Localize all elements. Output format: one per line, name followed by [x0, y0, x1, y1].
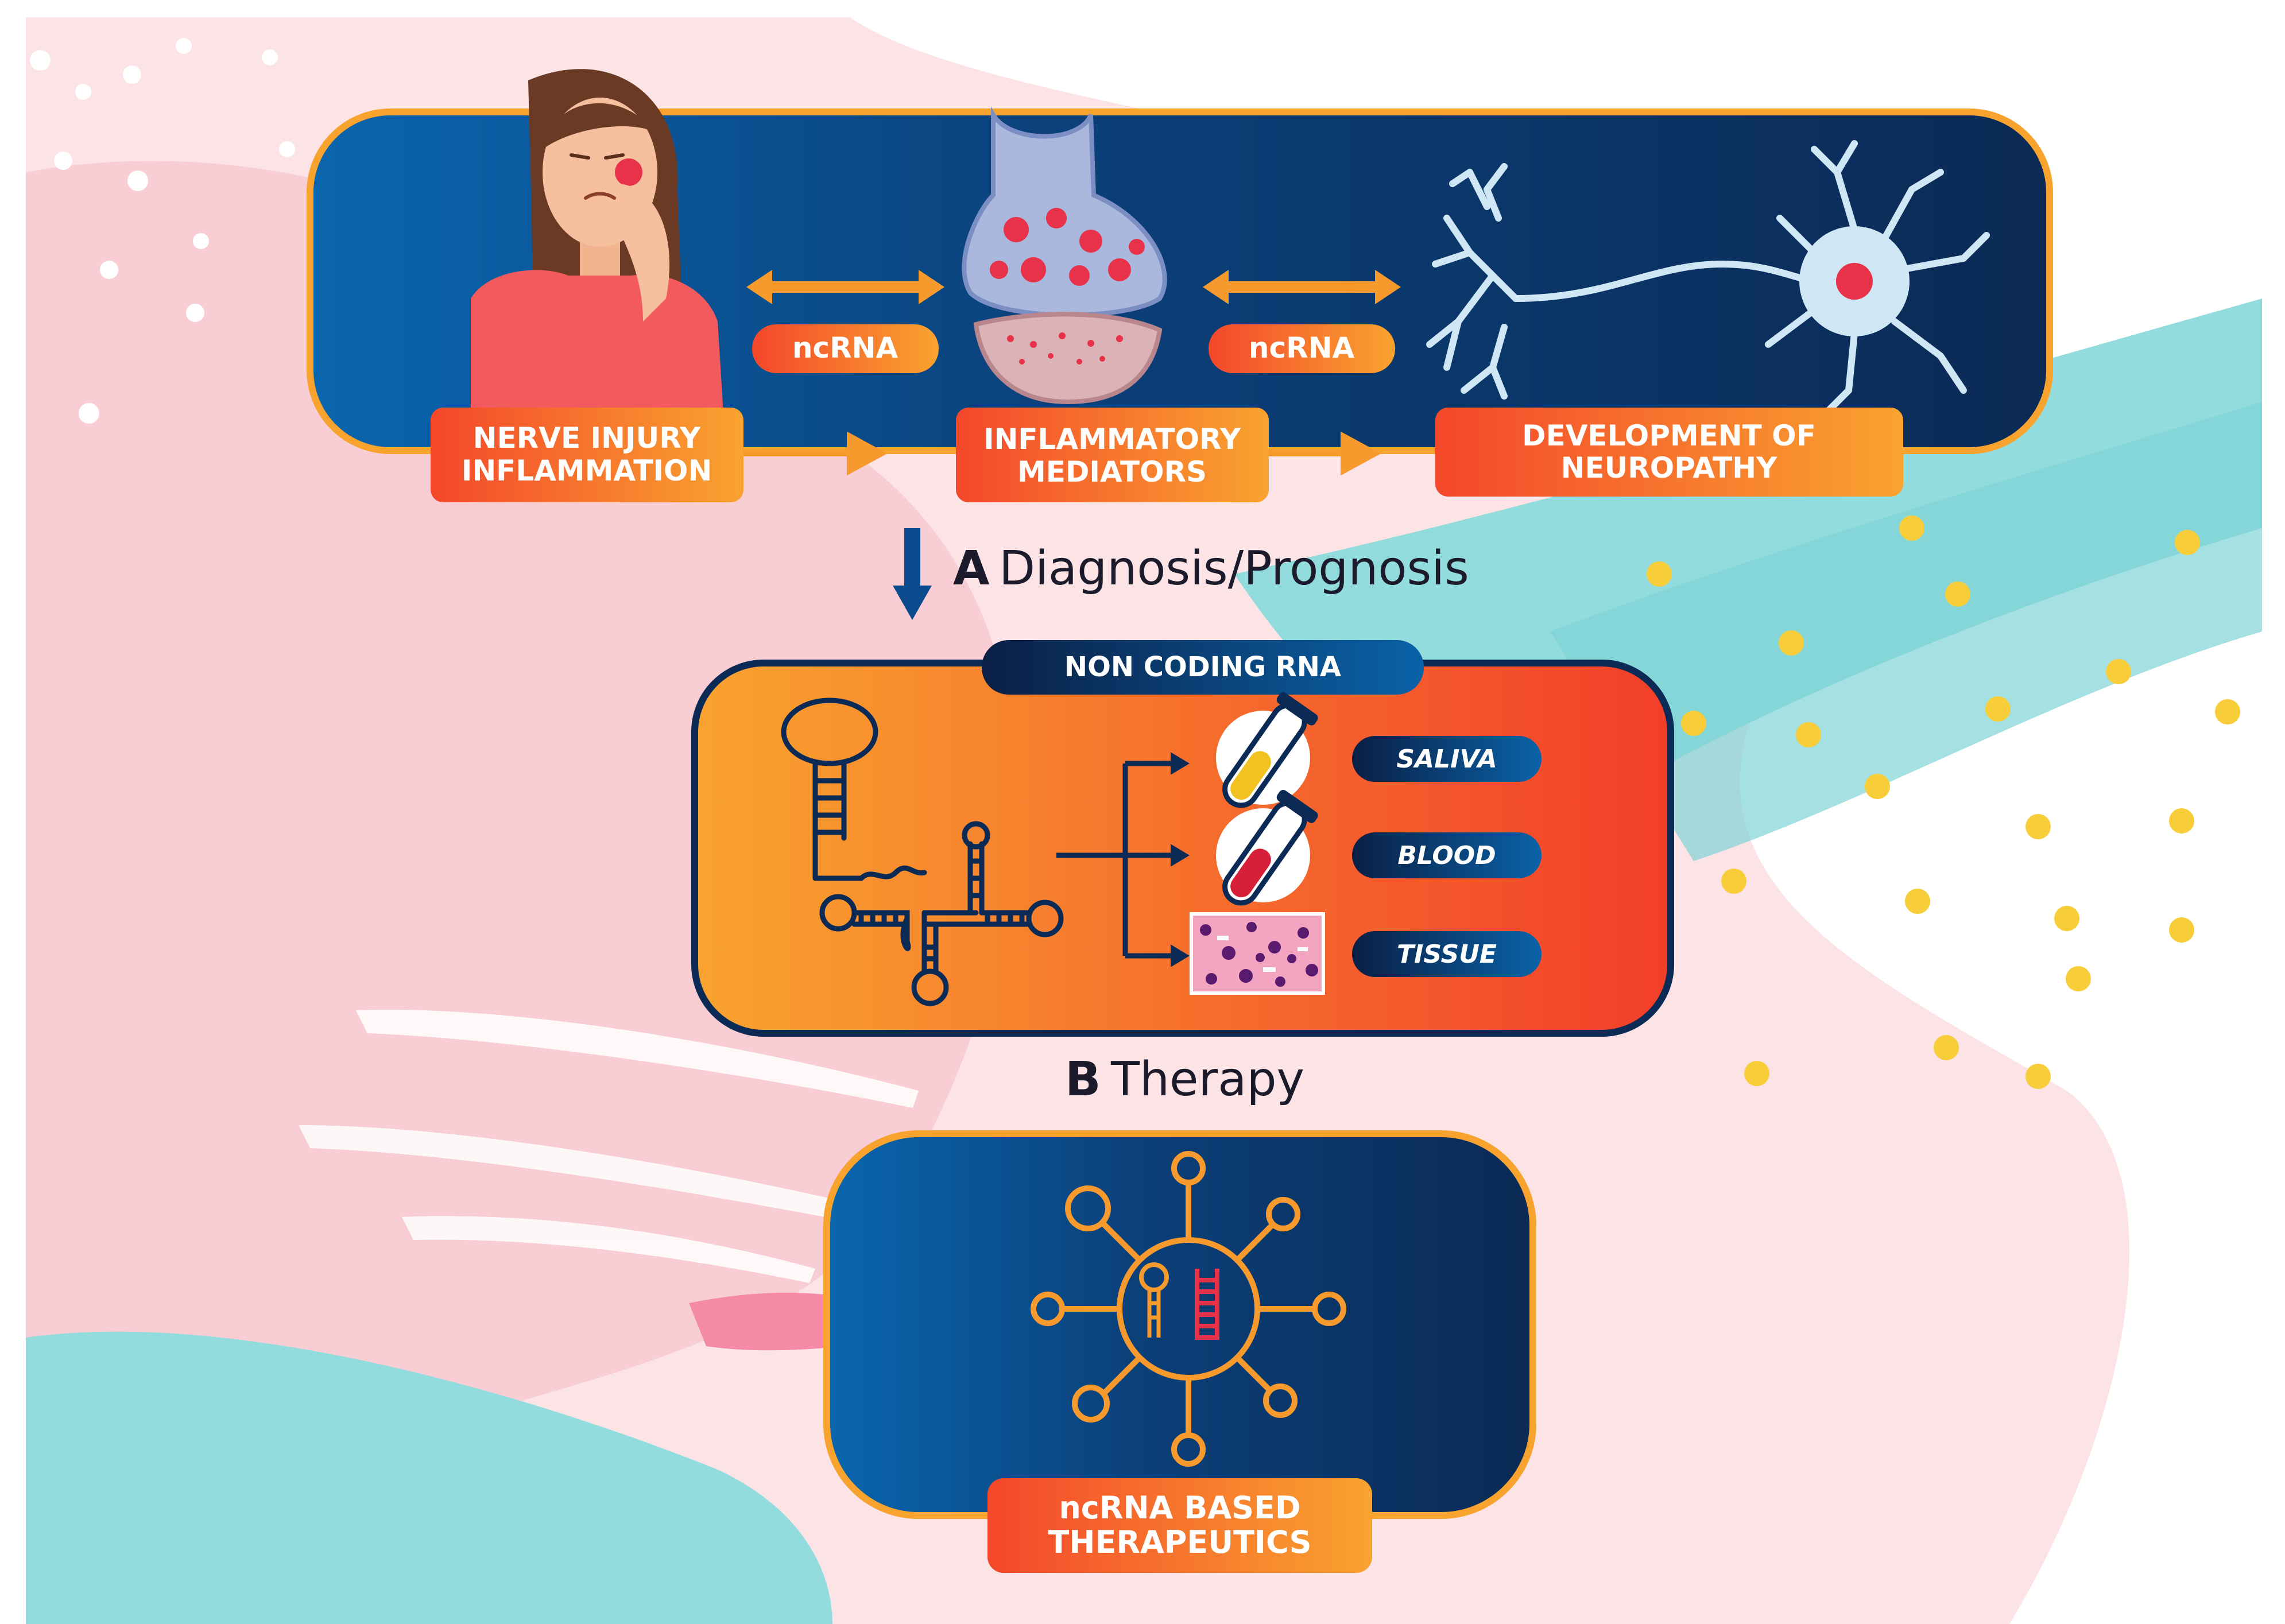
yellow-dots [1647, 516, 2240, 1089]
sample-blood: BLOOD [1352, 832, 1542, 878]
step2-line2: MEDIATORS [1017, 455, 1207, 489]
step1-line2: INFLAMMATION [462, 454, 712, 487]
top-panel: ncRNA ncRNA NERVE INJURY INFLAMMATION IN… [307, 69, 2053, 502]
bidirectional-arrow-left-icon [746, 270, 944, 304]
step1-line1: NERVE INJURY [473, 421, 701, 455]
section-a-heading: A Diagnosis/Prognosis [893, 528, 1469, 620]
neuron-illustration [1426, 140, 1990, 417]
section-b-letter: B [1065, 1052, 1101, 1107]
rna-structure-icon [781, 697, 1064, 1006]
therapy-panel: ncRNA BASED THERAPEUTICS [823, 1130, 1536, 1573]
arrow-blood-icon [1171, 844, 1190, 867]
therapy-line2: THERAPEUTICS [1048, 1524, 1311, 1560]
ncrna-panel: NON CODING RNA [691, 640, 1674, 1037]
step3-line1: DEVELOPMENT OF [1522, 419, 1816, 452]
ncrna-pill-right [1209, 324, 1395, 373]
arrow-saliva-icon [1171, 752, 1190, 775]
therapy-line1: ncRNA BASED [1059, 1490, 1300, 1526]
down-arrow-icon [893, 586, 932, 620]
down-arrow-shaft [904, 528, 920, 591]
sample-saliva-label: SALIVA [1396, 745, 1497, 774]
ncrna-label-left: ncRNA [792, 331, 898, 365]
right-link: ncRNA [1203, 270, 1401, 373]
nanoparticle-icon [1031, 1151, 1346, 1467]
sample-blood-label: BLOOD [1397, 841, 1496, 870]
tissue-sample-icon [1190, 912, 1325, 995]
step-nerve-injury: NERVE INJURY INFLAMMATION [431, 408, 743, 502]
teal-stroke-lower [1550, 402, 2262, 861]
section-a-title: Diagnosis/Prognosis [999, 541, 1469, 596]
branch-arrows [1056, 752, 1190, 967]
therapeutics-label: ncRNA BASED THERAPEUTICS [987, 1478, 1372, 1573]
white-brush-strokes [299, 1010, 919, 1283]
step3-line2: NEUROPATHY [1561, 451, 1777, 485]
forward-arrow-2-icon [1266, 431, 1381, 476]
synapse-illustration [962, 106, 1167, 405]
saliva-test-tube-icon [1216, 692, 1318, 808]
ncrna-label-right: ncRNA [1249, 331, 1355, 365]
left-link: ncRNA [746, 270, 944, 373]
blood-test-tube-icon [1216, 789, 1318, 906]
step-inflammatory-mediators: INFLAMMATORY MEDIATORS [956, 408, 1269, 502]
arrow-tissue-icon [1171, 944, 1190, 967]
sample-tissue: TISSUE [1352, 931, 1542, 977]
section-b-title: Therapy [1110, 1052, 1304, 1107]
step2-line1: INFLAMMATORY [983, 423, 1241, 456]
step-neuropathy: DEVELOPMENT OF NEUROPATHY [1435, 408, 1903, 497]
ncrna-header-pill [982, 640, 1424, 695]
sample-tissue-label: TISSUE [1397, 940, 1497, 969]
section-a-letter: A [953, 541, 990, 596]
sample-saliva: SALIVA [1352, 736, 1542, 782]
woman-in-pain-illustration [471, 69, 723, 413]
forward-arrow-1-icon [741, 431, 888, 476]
teal-blob-bottom [26, 1331, 832, 1624]
ncrna-pill-left [752, 324, 939, 373]
bidirectional-arrow-right-icon [1203, 270, 1401, 304]
section-b-heading: B Therapy [1065, 1052, 1304, 1107]
white-dots [30, 38, 295, 424]
ncrna-header: NON CODING RNA [1064, 651, 1341, 683]
